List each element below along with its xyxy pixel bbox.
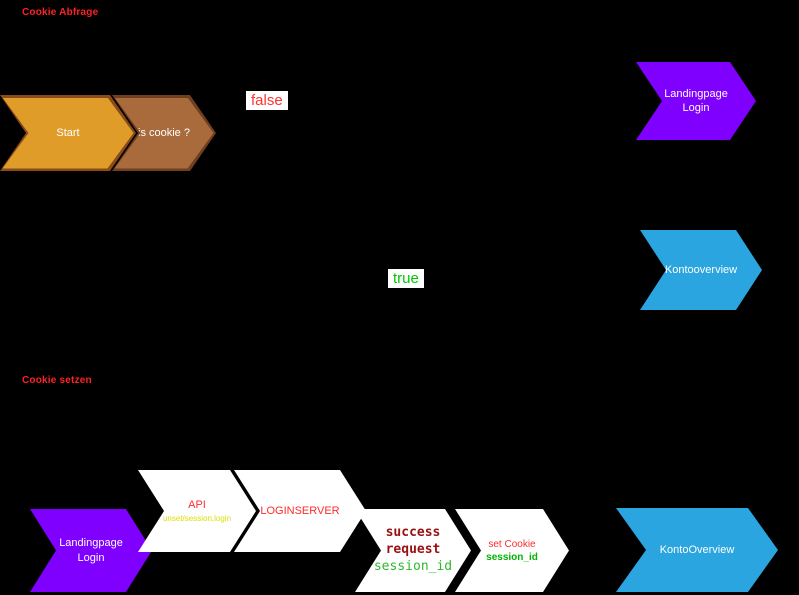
loginserver-shape: LOGINSERVER	[234, 470, 366, 552]
landingpage-login-shape-top: Landingpage Login	[636, 62, 756, 140]
success-request-shape: success request session_id	[355, 509, 471, 592]
start-shape: Start	[0, 95, 136, 171]
set-cookie-shape: set Cookie session_id	[455, 509, 569, 592]
api-shape: API unset/session.login	[138, 470, 256, 552]
api-label: API	[188, 498, 206, 511]
kontooverview-shape-bottom: KontoOverview	[616, 508, 778, 592]
false-branch-badge: false	[246, 91, 288, 110]
is-cookie-label: is cookie ?	[138, 126, 190, 139]
kontooverview-top-label: Kontooverview	[664, 263, 738, 276]
start-label: Start	[56, 126, 80, 139]
set-cookie-session-id: session_id	[486, 551, 538, 563]
success-request-session-id: session_id	[373, 558, 453, 574]
section-title-cookie-setzen: Cookie setzen	[22, 375, 92, 386]
section-title-cookie-abfrage: Cookie Abfrage	[22, 7, 99, 18]
landingpage-login-shape-bottom: Landingpage Login	[30, 509, 152, 592]
loginserver-label: LOGINSERVER	[260, 504, 340, 517]
success-request-line2: request	[385, 542, 441, 558]
landingpage-login-top-line2: Login	[682, 102, 710, 114]
landingpage-login-bottom-line2: Login	[77, 551, 105, 564]
kontooverview-shape-top: Kontooverview	[640, 230, 762, 310]
kontooverview-bottom-label: KontoOverview	[659, 543, 735, 556]
landingpage-login-top-line1: Landingpage	[664, 87, 728, 100]
landingpage-login-bottom-line1: Landingpage	[59, 537, 123, 550]
set-cookie-label: set Cookie	[488, 538, 536, 550]
api-endpoint-label: unset/session.login	[162, 513, 232, 523]
success-request-line1: success	[385, 525, 441, 541]
true-branch-badge: true	[388, 269, 424, 288]
